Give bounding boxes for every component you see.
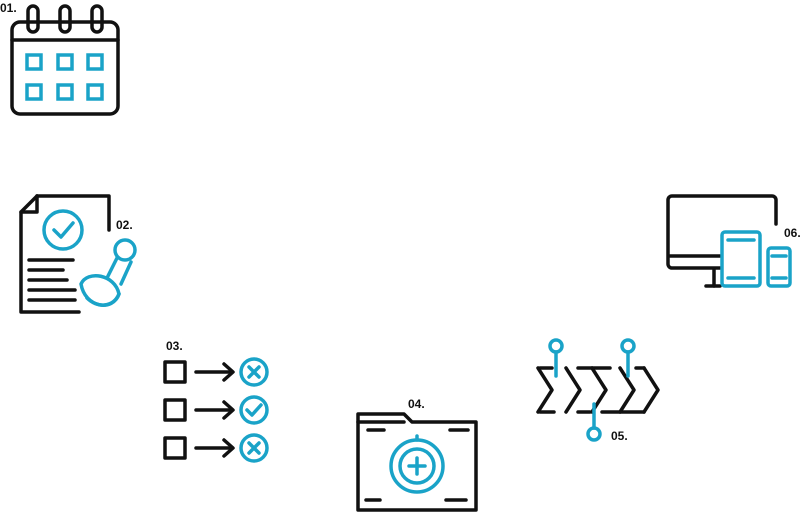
process-timeline-item: 05.: [532, 334, 672, 446]
item-number: 05.: [611, 429, 628, 443]
item-number: 02.: [116, 218, 133, 232]
item-number: 01.: [0, 1, 17, 15]
add-folder-icon: [356, 412, 478, 512]
checklist-item: 03.: [160, 338, 280, 468]
process-timeline-icon: [536, 338, 660, 442]
checklist-decision-icon: [163, 357, 269, 463]
add-folder-item: 04.: [354, 396, 480, 514]
item-number: 03.: [166, 339, 183, 353]
approved-document-stamp-icon: [19, 194, 137, 314]
document-approval-item: 02.: [15, 190, 145, 320]
calendar-icon: [10, 4, 120, 116]
responsive-devices-icon: [666, 194, 792, 288]
item-number: 06.: [784, 226, 801, 240]
calendar-item: 01.: [0, 0, 130, 120]
item-number: 04.: [408, 397, 425, 411]
responsive-devices-item: 06.: [666, 190, 806, 290]
